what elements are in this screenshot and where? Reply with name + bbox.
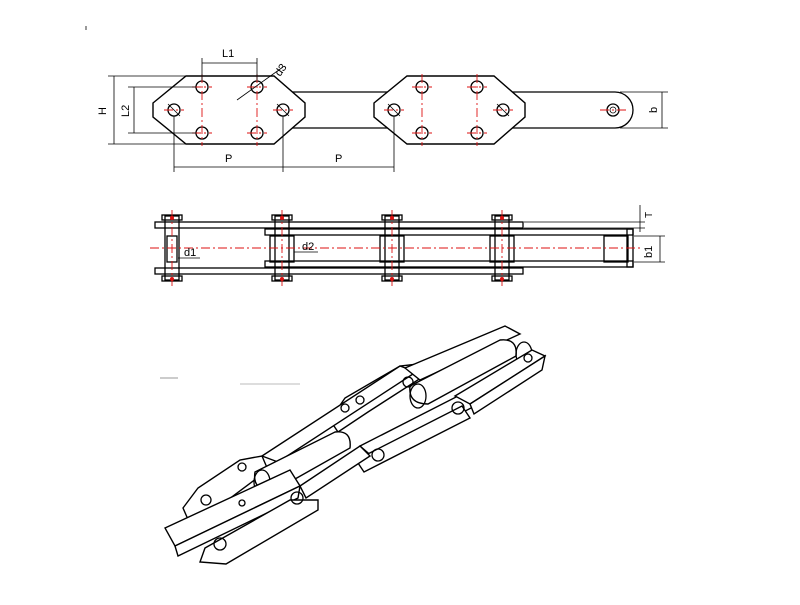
dim-b: b (620, 91, 668, 129)
label-L2: L2 (120, 105, 132, 117)
label-H: H (97, 107, 109, 115)
attachment-plate-left (152, 75, 306, 145)
plate-top-inner (264, 228, 634, 236)
iso-front-attachment-left (199, 499, 319, 565)
label-b: b (648, 107, 660, 113)
dim-L2: L2 (120, 86, 196, 134)
plate-top-outer (154, 221, 524, 229)
dim-H: H (97, 75, 186, 145)
label-T: T (644, 212, 655, 218)
plate-bottom-inner (264, 260, 634, 268)
top-view: L1 d3 H L2 b (85, 26, 668, 172)
iso-bar-back-2 (403, 325, 522, 381)
dim-d3: d3 (236, 62, 290, 101)
label-b1: b1 (643, 246, 655, 258)
label-d2: d2 (302, 241, 314, 253)
dim-b1: b1 (634, 235, 665, 263)
dim-T: T (524, 205, 655, 232)
label-P-left: P (225, 153, 232, 165)
attachment-plate-right (373, 75, 526, 145)
label-P-right: P (335, 153, 342, 165)
label-d1: d1 (184, 247, 196, 259)
iso-rollers (253, 339, 533, 495)
label-d3: d3 (273, 62, 290, 79)
dim-L1: L1 (201, 48, 258, 80)
label-L1: L1 (222, 48, 234, 60)
isometric-view (164, 325, 547, 565)
iso-pin-heads (200, 353, 533, 551)
dim-P: P P (173, 116, 395, 172)
inner-link-bar (170, 91, 634, 129)
side-view: d1 d2 T b1 (150, 205, 665, 286)
plate-bottom-outer (154, 267, 524, 275)
